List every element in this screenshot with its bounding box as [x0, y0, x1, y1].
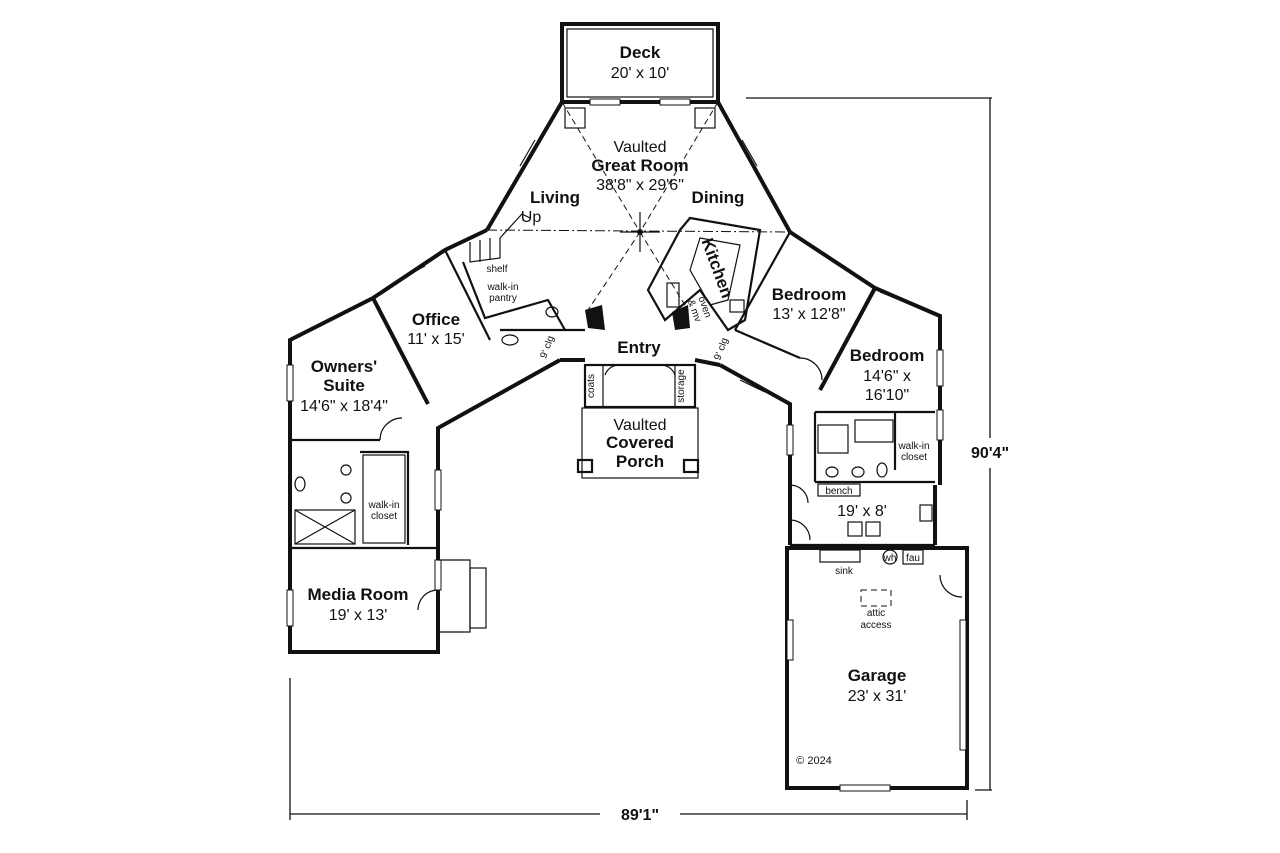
office-name: Office — [412, 310, 460, 329]
attic-label-1: attic — [867, 608, 885, 619]
media-room-labels: Media Room 19' x 13' — [307, 585, 408, 624]
closet-b-label-2: closet — [901, 452, 927, 463]
porch-labels: Vaulted Covered Porch — [606, 417, 674, 471]
clg-right-label: 9' clg — [713, 336, 731, 361]
media-room-name: Media Room — [307, 585, 408, 604]
great-room-vaulted: Vaulted — [613, 139, 666, 156]
copyright-label: © 2024 — [796, 755, 832, 767]
office-size: 11' x 15' — [407, 331, 464, 348]
bedroom2-size2: 16'10" — [865, 387, 909, 404]
deck — [560, 22, 720, 104]
deck-name: Deck — [620, 43, 661, 62]
pantry-label-1: walk-in — [486, 282, 518, 293]
fixtures — [294, 101, 963, 633]
bedroom1-labels: Bedroom 13' x 12'8" — [772, 285, 847, 323]
dining-name: Dining — [692, 188, 745, 207]
fau-label: fau — [906, 553, 920, 564]
dimension-depth: 90'4" — [746, 97, 1009, 791]
deck-size: 20' x 10' — [611, 65, 670, 82]
closet-b-label-1: walk-in — [897, 441, 929, 452]
shelf-label: shelf — [486, 264, 507, 275]
clg-left-label: 9' clg — [539, 334, 557, 359]
bedroom2-name: Bedroom — [850, 346, 925, 365]
great-room-size: 38'8" x 29'6" — [596, 177, 684, 194]
windows — [286, 98, 967, 792]
garage-name: Garage — [848, 666, 907, 685]
bedroom1-size: 13' x 12'8" — [772, 306, 845, 323]
owners-suite-line1: Owners' — [311, 357, 377, 376]
closet-a-label-1: walk-in — [367, 500, 399, 511]
porch-line3: Porch — [616, 452, 664, 471]
great-room-labels: Vaulted Great Room 38'8" x 29'6" — [591, 139, 688, 194]
closet-a-label-2: closet — [371, 511, 397, 522]
depth-dimension: 90'4" — [971, 445, 1009, 462]
office-labels: Office 11' x 15' — [407, 310, 464, 348]
coats-label: coats — [586, 374, 597, 398]
entry-name: Entry — [617, 338, 661, 357]
living-name: Living — [530, 188, 580, 207]
laundry-size: 19' x 8' — [837, 503, 887, 520]
pantry-label-2: pantry — [489, 293, 517, 304]
width-dimension: 89'1" — [621, 807, 659, 824]
attic-label-2: access — [860, 620, 891, 631]
porch-line1: Vaulted — [613, 417, 666, 434]
stairs-up-label: Up — [521, 209, 542, 226]
owners-suite-line2: Suite — [323, 376, 365, 395]
storage-label: storage — [676, 369, 687, 403]
bedroom1-name: Bedroom — [772, 285, 847, 304]
great-room-name: Great Room — [591, 156, 688, 175]
garage-labels: Garage 23' x 31' — [848, 666, 907, 705]
deck-labels: Deck 20' x 10' — [611, 43, 670, 82]
bench-label: bench — [825, 486, 852, 497]
media-room-size: 19' x 13' — [329, 607, 388, 624]
garage-size: 23' x 31' — [848, 688, 907, 705]
porch-line2: Covered — [606, 433, 674, 452]
wh-label: wh — [883, 553, 897, 564]
bedroom2-size1: 14'6" x — [863, 368, 911, 385]
owners-suite-size: 14'6" x 18'4" — [300, 398, 388, 415]
kitchen-name: Kitchen — [698, 236, 737, 301]
dimension-width: 89'1" — [289, 678, 968, 824]
kitchen-labels: Kitchen — [698, 236, 737, 301]
owners-suite-labels: Owners' Suite 14'6" x 18'4" — [300, 357, 388, 415]
sink-label: sink — [835, 566, 854, 577]
bedroom2-labels: Bedroom 14'6" x 16'10" — [850, 346, 925, 404]
